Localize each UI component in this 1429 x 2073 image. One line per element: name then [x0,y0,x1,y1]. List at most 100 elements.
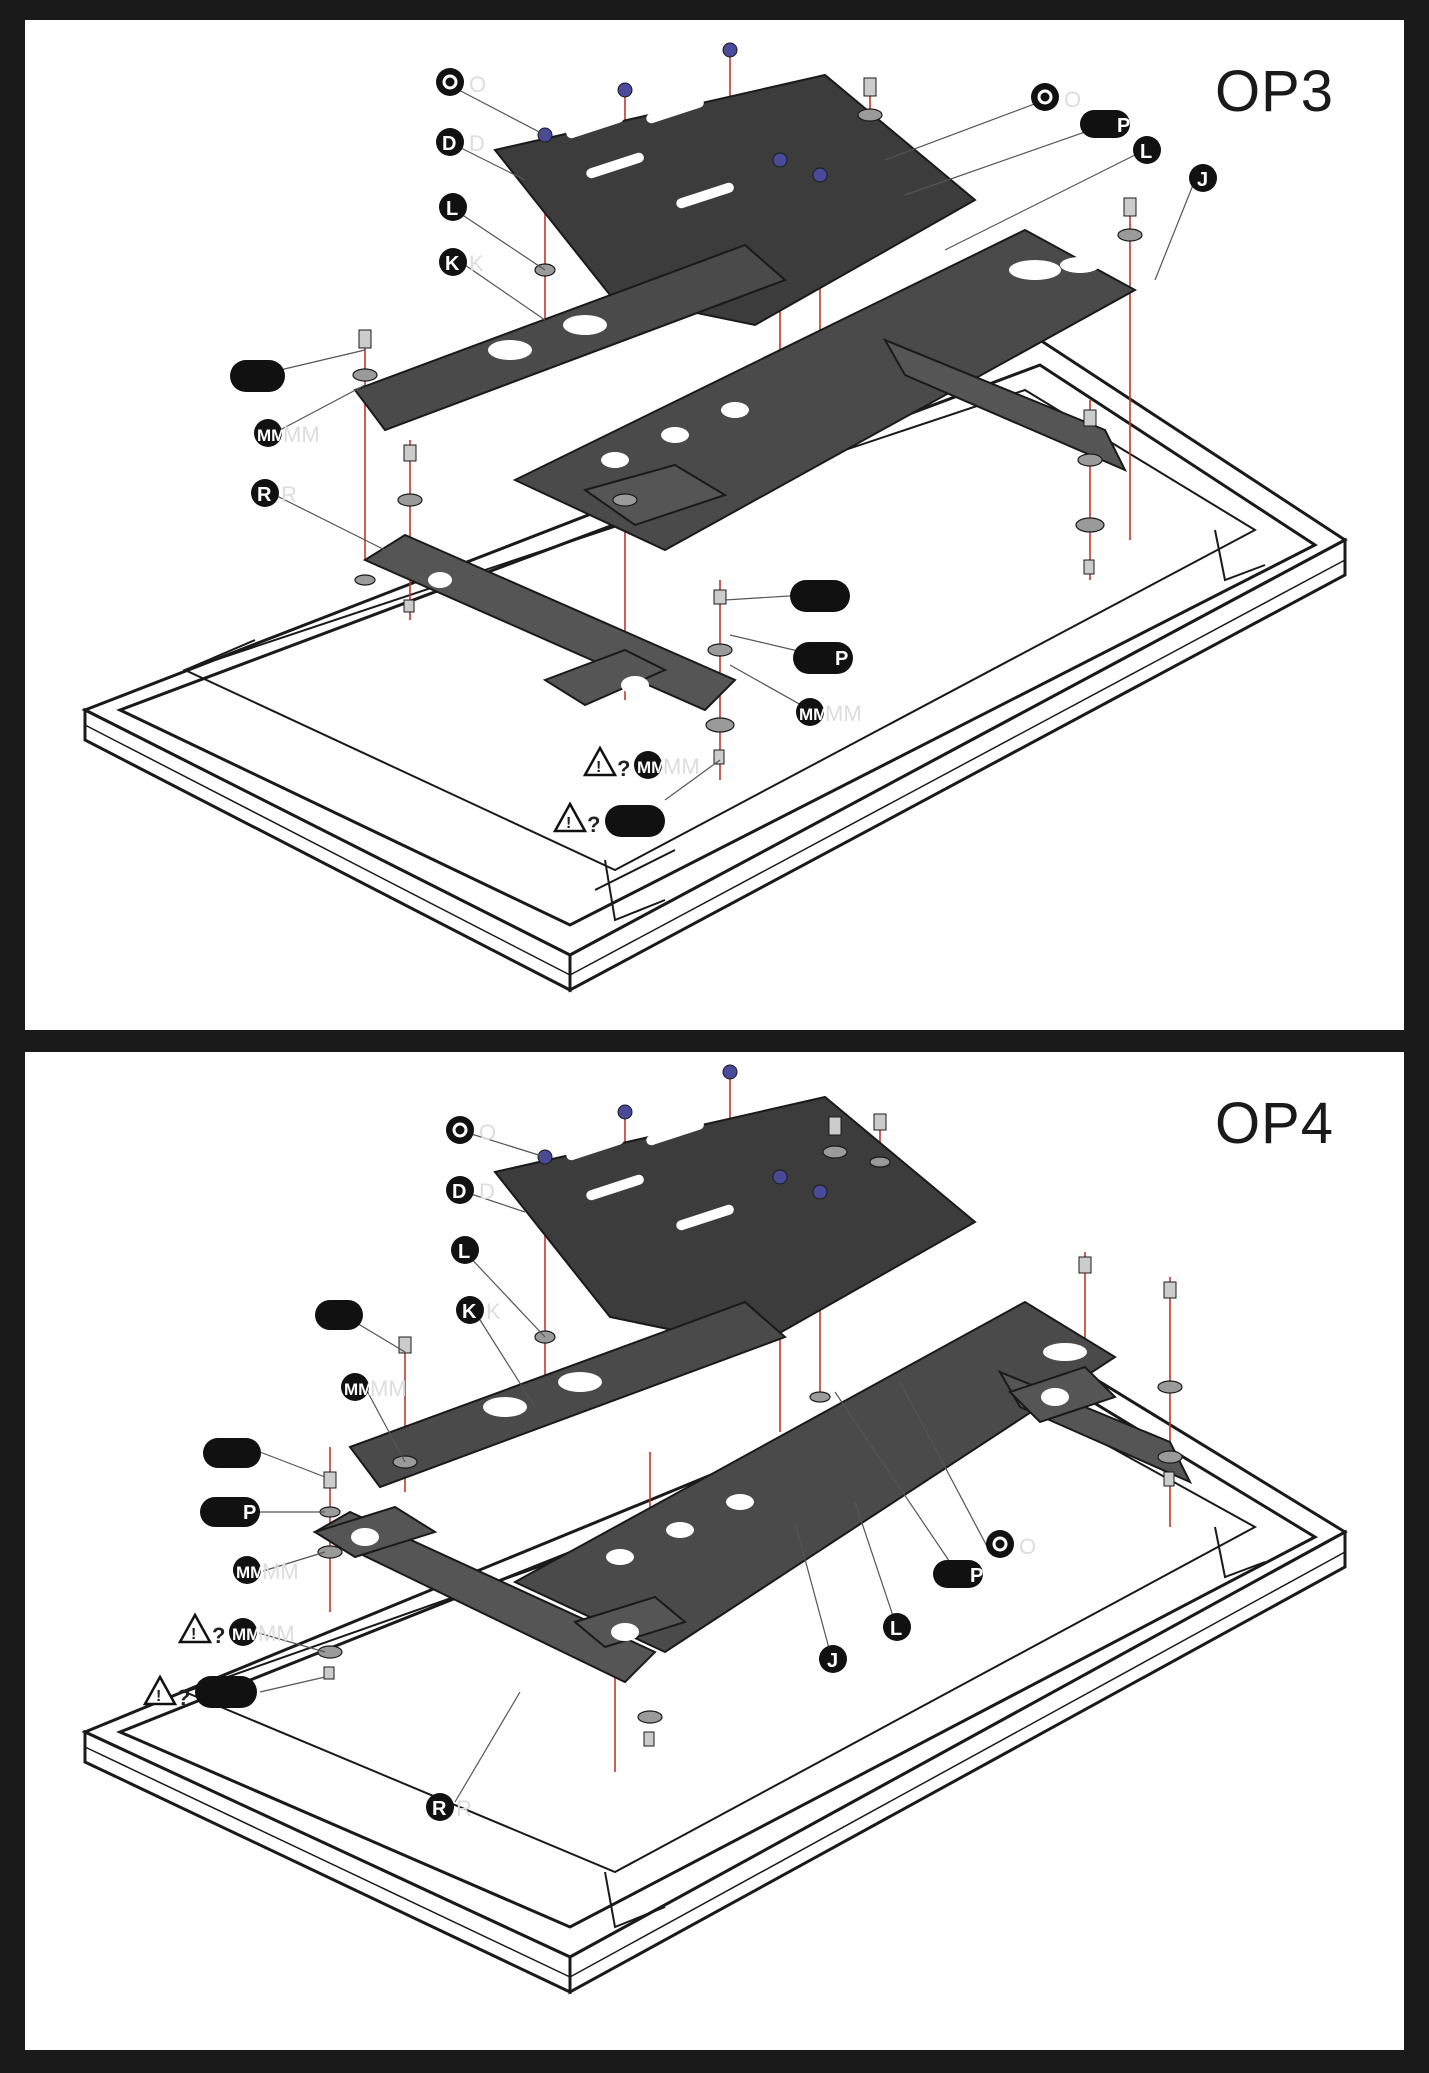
callout-mm-top-ghost: MM [370,1376,407,1401]
callout-mm-top: MM MM [341,1373,407,1401]
panel-op4: O D D L K K [25,1052,1404,2050]
callout-d: D D [446,1176,495,1204]
warning-triangle-icon [177,1612,213,1644]
callout-r: R R [251,479,297,507]
callout-mm-left-label: MM [257,426,285,445]
callout-p-top: P [1080,110,1130,138]
op4-diagram: O D D L K K [81,1064,1348,1995]
callout-warning-mm-ghost: MM [258,1621,295,1646]
callout-warning-mm-label: MM [232,1625,260,1644]
callout-p-right-label: P [970,1565,983,1587]
callout-r-ghost: R [281,482,297,507]
callout-warning-pill: ! ? [552,801,665,837]
leader-lines [254,1131,991,1803]
callout-mm-right: MM MM [796,698,862,726]
panel-op3: O D D L K K O [25,20,1404,1030]
callout-j-label: J [1197,169,1208,191]
callout-d-ghost: D [479,1179,495,1204]
callout-o-right-text: O [1064,87,1081,112]
warning-suffix-1: ? [212,1623,225,1648]
callout-k-ghost: K [486,1299,501,1324]
callout-o: O [436,68,486,97]
warning-suffix-2: ? [587,812,600,837]
callout-warning-mm-label: MM [637,758,665,777]
callout-mm-left-label: MM [236,1563,264,1582]
callout-r: R R [426,1793,472,1821]
callout-blank-pill-left [203,1438,261,1468]
callout-p-left: P [200,1497,260,1527]
screw-icon [323,1113,1177,1747]
callout-mm-left: MM MM [233,1556,299,1584]
callout-l-right-label: L [890,1618,902,1640]
callout-d-ghost: D [469,131,485,156]
arm-k [353,243,787,432]
callout-o: O [446,1116,496,1145]
hardware [352,42,1143,765]
callout-j-label: J [827,1650,838,1672]
callout-d-label: D [452,1181,466,1203]
callout-o-right: O [986,1530,1036,1559]
option-title-op4: OP4 [1214,1091,1334,1156]
bolt-icon [537,1064,828,1200]
callout-l-right-label: L [1140,141,1152,163]
callout-labels: O D D L K K O [230,68,1217,837]
hardware [317,1064,1183,1747]
callout-l-right: L [883,1613,911,1641]
callout-p-left-label: P [243,1502,256,1524]
callout-k: K K [439,248,484,276]
callout-l: L [439,193,467,221]
callout-j: J [1189,164,1217,192]
bracket-slots [351,1119,1087,1641]
callout-mm-right-ghost: MM [825,701,862,726]
callout-k-ghost: K [469,251,484,276]
wall-plate-d [493,73,977,327]
leader-lines [274,87,1196,801]
callout-k-label: K [462,1301,477,1323]
callout-d-label: D [442,133,456,155]
callout-l-label: L [446,198,458,220]
rail-r [312,1510,657,1684]
callout-warning-mm: ! ? MM MM [582,745,700,781]
rail-right [882,337,1128,473]
warning-suffix-2: ? [177,1685,190,1710]
warning-triangle-icon [582,745,618,777]
callout-blank-pill-mid [790,580,850,612]
callout-k-label: K [445,253,460,275]
svg-text:!: ! [191,1626,196,1643]
washer-icon [352,108,1143,733]
callout-o-text: O [469,72,486,97]
callout-blank-pill-left [230,360,285,392]
callout-j: J [819,1645,847,1673]
op3-diagram: O D D L K K O [81,42,1348,993]
callout-labels: O D D L K K [142,1116,1036,1821]
callout-l-label: L [458,1241,470,1263]
callout-mm-left-ghost: MM [283,422,320,447]
callout-d: D D [436,128,485,156]
callout-mm-top-label: MM [344,1380,372,1399]
option-title-op3: OP3 [1214,59,1334,124]
arm-k [348,1300,787,1489]
callout-mm-left-ghost: MM [262,1559,299,1584]
callout-p-top-label: P [1117,115,1130,137]
callout-r-label: R [257,484,272,506]
callout-l-right: L [1133,136,1161,164]
callout-l: L [451,1236,479,1264]
callout-k: K K [456,1296,501,1324]
callout-blank-pill-top [315,1300,363,1330]
mount-brackets [353,73,1138,712]
callout-o-right: O [1031,83,1081,112]
warning-suffix-1: ? [617,756,630,781]
warning-triangle-icon [552,801,588,833]
callout-p-mid-label: P [835,648,848,670]
screw-icon [358,77,1137,765]
callout-warning-mm-ghost: MM [663,754,700,779]
callout-mm-right-label: MM [799,705,827,724]
callout-mm-left: MM MM [254,419,320,447]
callout-p-mid: P [793,642,853,674]
callout-o-text: O [479,1120,496,1145]
svg-text:!: ! [156,1688,161,1705]
callout-warning-pill: ! ? [142,1674,257,1710]
callout-warning-mm: ! ? MM MM [177,1612,295,1648]
svg-text:!: ! [596,759,601,776]
